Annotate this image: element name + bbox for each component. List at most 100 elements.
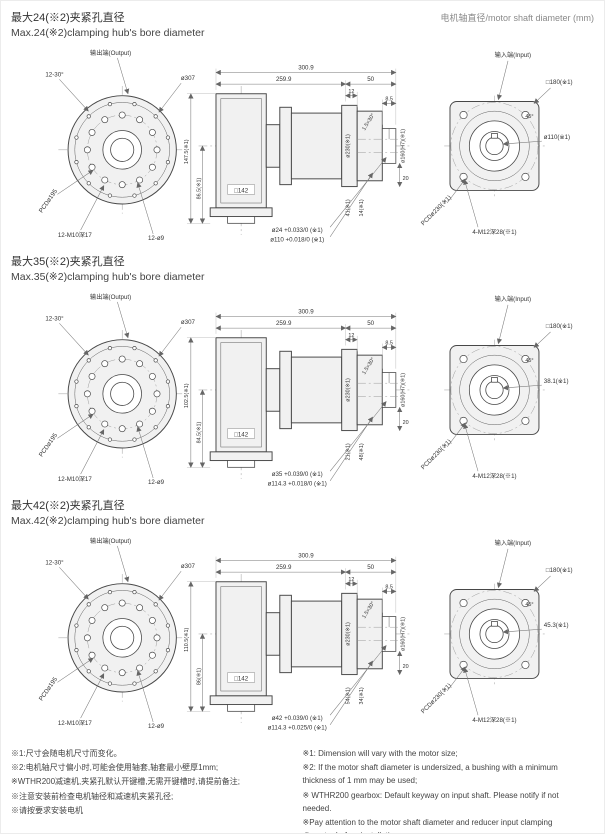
section-title-cn: 最大24(※2)夹紧孔直径 [11, 12, 125, 24]
dim-input-pcd: PCDø230(※1) [420, 194, 453, 227]
dim-square-body: □142 [234, 431, 249, 438]
section-title-en: Max.42(※2)clamping hub's bore diameter [11, 515, 205, 527]
dim-height-inner: 86(※1) [197, 668, 203, 685]
dim-square-body: □142 [234, 675, 249, 682]
input-view: 输入端(Input) □180(※1) 45° 38.1(※1) PCDø230… [420, 295, 573, 480]
dim-front-length: 50 [367, 564, 374, 571]
dim-12: 12 [348, 333, 354, 339]
drawing-max42: 输出端(Output) 12-30° ø307 PCDø195 12-M10深1… [38, 537, 573, 732]
dim-flange-square: □180(※1) [546, 79, 573, 86]
dim-input-bolts: 4-M12深28(※1) [472, 228, 516, 236]
section-view: 300.9 259.9 50 12 8.5 1.5×30° 102.5(※1) … [184, 309, 410, 488]
note-cn-1: ※1:尺寸会随电机尺寸而变化。 [11, 749, 122, 758]
dim-pilot-bore: ø110 +0.018/0 (※1) [270, 237, 324, 244]
note-en-4: ※Pay attention to the motor shaft diamet… [302, 817, 553, 833]
dim-8-5: 8.5 [385, 341, 393, 347]
input-side-label: 输入端(Input) [495, 295, 531, 303]
input-bolt-holes [459, 599, 530, 669]
dim-input-hub: 45.3(※1) [544, 622, 569, 629]
dim-body-length: 259.9 [276, 320, 292, 327]
output-view: 输出端(Output) 12-30° ø307 PCDø195 12-M10深1… [38, 49, 196, 242]
dim-input-bolts: 4-M12深28(※1) [472, 472, 516, 480]
dim-depth-b: 14(※1) [359, 199, 365, 216]
section-title-cn: 最大35(※2)夹紧孔直径 [11, 256, 125, 268]
dim-depth-a: 21(※1) [345, 443, 351, 460]
output-bolt-holes [83, 355, 161, 433]
drawing-max35: 输出端(Output) 12-30° ø307 PCDø195 12-M10深1… [38, 293, 573, 488]
dim-8-5: 8.5 [385, 97, 393, 103]
dim-total-length: 300.9 [298, 309, 314, 316]
input-view: 输入端(Input) □180(※1) 45° 45.3(※1) PCDø230… [420, 539, 573, 724]
dim-flange-diameter: ø160(H7)(※1) [401, 129, 407, 163]
dim-through-holes: 12-ø9 [148, 235, 165, 242]
dim-front-length: 50 [367, 76, 374, 83]
dim-hole-angle: 12-30° [45, 315, 64, 322]
dim-input-bolts: 4-M12深28(※1) [472, 716, 516, 724]
dim-through-holes: 12-ø9 [148, 479, 165, 486]
dim-outer-diameter: ø307 [181, 563, 196, 570]
dim-12: 12 [348, 89, 354, 95]
dim-body-diameter: ø230(※1) [345, 134, 351, 158]
dim-output-pcd: PCDø195 [38, 188, 60, 215]
dim-total-length: 300.9 [298, 553, 314, 560]
dim-clamping-bore: ø42 +0.039/0 (※1) [272, 715, 323, 722]
footnotes-english: ※1: Dimension will vary with the motor s… [302, 747, 595, 833]
dim-flange-square: □180(※1) [546, 323, 573, 330]
input-view: 输入端(Input) □180(※1) 45° ø110(※1) PCDø230… [420, 51, 573, 236]
dim-12: 12 [348, 577, 354, 583]
output-outer-holes [74, 102, 171, 198]
dim-20: 20 [403, 664, 409, 670]
dim-45-angle: 45° [525, 602, 533, 608]
dim-outer-diameter: ø307 [181, 75, 196, 82]
dim-20: 20 [403, 176, 409, 182]
dim-height-outer: 147.5(※1) [184, 139, 190, 164]
note-cn-4: ※注意安装前检查电机轴径和减速机夹紧孔径; [11, 791, 174, 801]
dim-depth-b: 48(※1) [359, 443, 365, 460]
dim-clamping-bore: ø35 +0.039/0 (※1) [272, 471, 323, 478]
dim-outer-diameter: ø307 [181, 319, 196, 326]
dim-depth-a: 41(※1) [345, 199, 351, 216]
output-side-label: 输出端(Output) [90, 537, 131, 545]
dim-tapped-holes: 12-M10深17 [58, 475, 93, 483]
dim-tapped-holes: 12-M10深17 [58, 231, 93, 239]
dim-input-hub: 38.1(※1) [544, 378, 569, 385]
note-en-1: ※1: Dimension will vary with the motor s… [302, 749, 458, 758]
note-en-3: ※ WTHR200 gearbox: Default keyway on inp… [302, 790, 559, 813]
input-side-label: 输入端(Input) [495, 539, 531, 547]
output-outer-holes [74, 590, 171, 686]
dim-tapped-holes: 12-M10深17 [58, 719, 93, 727]
section-view: 300.9 259.9 50 12 8.5 1.5×30° 147.5(※1) … [184, 65, 410, 244]
output-outer-holes [74, 346, 171, 442]
output-side-label: 输出端(Output) [90, 293, 131, 301]
dim-height-outer: 102.5(※1) [184, 383, 190, 408]
section-view: 300.9 259.9 50 12 8.5 1.5×30° 110.5(※1) … [184, 553, 410, 732]
dim-pilot-bore: ø114.3 +0.025/0 (※1) [268, 725, 327, 732]
note-en-2: ※2: If the motor shaft diameter is under… [302, 763, 558, 786]
dim-20: 20 [403, 420, 409, 426]
section-title-max42: 最大42(※2)夹紧孔直径 Max.42(※2)clamping hub's b… [11, 497, 594, 527]
dim-body-diameter: ø230(※1) [345, 622, 351, 646]
output-bolt-holes [83, 599, 161, 677]
dim-total-length: 300.9 [298, 65, 314, 72]
dim-input-pcd: PCDø230(※1) [420, 682, 453, 715]
dim-front-length: 50 [367, 320, 374, 327]
section-title-max35: 最大35(※2)夹紧孔直径 Max.35(※2)clamping hub's b… [11, 253, 594, 283]
dim-output-pcd: PCDø195 [38, 432, 60, 459]
dim-body-diameter: ø230(※1) [345, 378, 351, 402]
drawing-max24: 输出端(Output) 12-30° ø307 PCDø195 12-M10深1… [38, 49, 573, 244]
dim-45-angle: 45° [525, 114, 533, 120]
output-side-label: 输出端(Output) [90, 49, 131, 57]
dim-clamping-bore: ø24 +0.033/0 (※1) [272, 227, 323, 234]
section-title-max24: 最大24(※2)夹紧孔直径 Max.24(※2)clamping hub's b… [11, 9, 204, 39]
note-cn-3: ※WTHR200减速机,夹紧孔默认开键槽,无需开键槽时,请提前备注; [11, 777, 240, 787]
section-title-cn: 最大42(※2)夹紧孔直径 [11, 500, 125, 512]
dim-body-length: 259.9 [276, 76, 292, 83]
dim-through-holes: 12-ø9 [148, 723, 165, 730]
page-header: 最大24(※2)夹紧孔直径 Max.24(※2)clamping hub's b… [11, 9, 594, 39]
dim-depth-a: 54(※1) [345, 687, 351, 704]
input-bolt-holes [459, 111, 530, 181]
note-cn-5: ※请按要求安装电机 [11, 805, 83, 815]
dim-square-body: □142 [234, 187, 249, 194]
footnotes: ※1:尺寸会随电机尺寸而变化。 ※2:电机轴尺寸偏小时,可能会使用轴套,轴套最小… [11, 747, 595, 833]
